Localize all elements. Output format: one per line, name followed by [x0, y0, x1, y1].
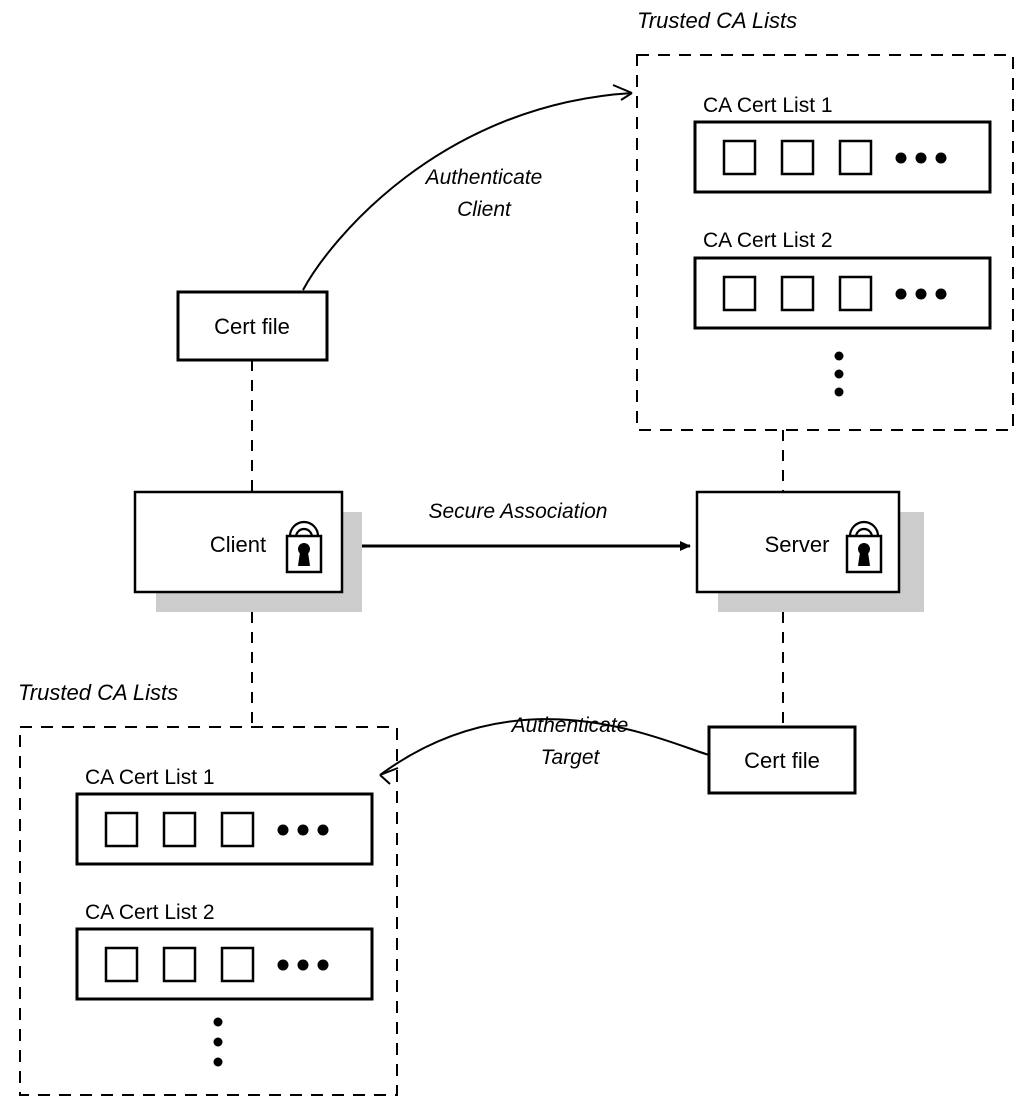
- top-more-lists-dot: [834, 369, 844, 379]
- top-list-2-cert-item: [838, 275, 873, 312]
- bottom-list-1-ellipsis-dot: [297, 824, 309, 836]
- secure-association-label: Secure Association: [429, 500, 608, 523]
- client-cert-file-box: [176, 290, 329, 362]
- bottom-list-2-ellipsis-dot: [297, 959, 309, 971]
- bottom-list-1-cert-item: [220, 811, 255, 848]
- top-ca-cert-list-1-box: [693, 120, 992, 194]
- authenticate-client-label-line1: Authenticate: [424, 166, 543, 189]
- authenticate-client-arrow: [302, 92, 633, 291]
- bottom-ca-cert-list-1-box: [75, 792, 374, 866]
- top-list-1-cert-item: [722, 139, 757, 176]
- top-list-1-cert-item: [838, 139, 873, 176]
- padlock-icon: [285, 520, 323, 574]
- top-ca-cert-list-1-label: CA Cert List 1: [703, 94, 833, 117]
- top-list-2-ellipsis-dot: [935, 288, 947, 300]
- top-list-1-ellipsis-dot: [915, 152, 927, 164]
- authenticate-client-label-line2: Client: [457, 198, 512, 221]
- top-list-2-ellipsis-dot: [895, 288, 907, 300]
- authenticate-target-label-line1: Authenticate: [510, 714, 629, 737]
- authenticate-client-arrowhead: [612, 84, 633, 101]
- top-list-1-cert-item: [780, 139, 815, 176]
- bottom-trusted-ca-lists-container: [19, 726, 398, 1096]
- authenticate-target-arrow: [379, 718, 710, 776]
- bottom-ca-cert-list-2-box: [75, 927, 374, 1001]
- top-list-2-ellipsis-dot: [915, 288, 927, 300]
- bottom-list-1-cert-item: [162, 811, 197, 848]
- top-more-lists-dot: [834, 351, 844, 361]
- bottom-more-lists-dot: [213, 1037, 223, 1047]
- authenticate-target-label-line2: Target: [541, 746, 601, 769]
- bottom-list-1-ellipsis-dot: [277, 824, 289, 836]
- bottom-list-2-ellipsis-dot: [277, 959, 289, 971]
- bottom-ca-cert-list-1-label: CA Cert List 1: [85, 766, 215, 789]
- server-node-label: Server: [765, 532, 830, 557]
- bottom-list-2-cert-item: [220, 946, 255, 983]
- authenticate-target-arrowhead: [379, 767, 399, 785]
- client-cert-file-label: Cert file: [214, 314, 290, 339]
- bottom-ca-cert-list-2-label: CA Cert List 2: [85, 901, 215, 924]
- bottom-trusted-ca-lists-caption: Trusted CA Lists: [18, 680, 178, 705]
- top-ca-cert-list-2-box: [693, 256, 992, 330]
- bottom-list-2-ellipsis-dot: [317, 959, 329, 971]
- bottom-list-1-ellipsis-dot: [317, 824, 329, 836]
- top-more-lists-dot: [834, 387, 844, 397]
- top-trusted-ca-lists-caption: Trusted CA Lists: [637, 8, 797, 33]
- top-list-1-ellipsis-dot: [935, 152, 947, 164]
- bottom-list-2-cert-item: [162, 946, 197, 983]
- top-list-2-cert-item: [780, 275, 815, 312]
- client-node-label: Client: [210, 532, 266, 557]
- bottom-list-1-cert-item: [104, 811, 139, 848]
- server-cert-file-label: Cert file: [744, 748, 820, 773]
- top-ca-cert-list-2-label: CA Cert List 2: [703, 229, 833, 252]
- top-list-1-ellipsis-dot: [895, 152, 907, 164]
- bottom-more-lists-dot: [213, 1057, 223, 1067]
- server-cert-file-box: [707, 725, 857, 795]
- bottom-list-2-cert-item: [104, 946, 139, 983]
- padlock-icon: [845, 520, 883, 574]
- bottom-more-lists-dot: [213, 1017, 223, 1027]
- top-list-2-cert-item: [722, 275, 757, 312]
